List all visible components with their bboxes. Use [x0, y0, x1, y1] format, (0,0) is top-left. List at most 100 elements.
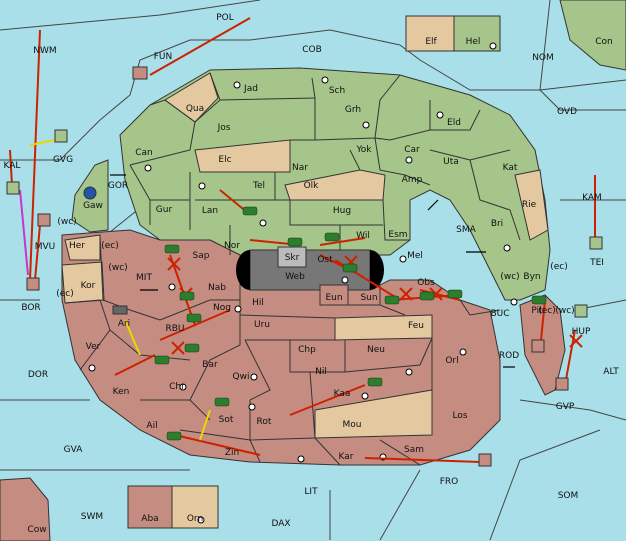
sea-label-dax: DAX	[271, 519, 290, 529]
land-label-pit: Pit	[531, 306, 543, 316]
fleet-units	[6, 66, 603, 467]
coast-tag: (wc)	[555, 306, 574, 316]
land-label-nar: Nar	[292, 163, 308, 173]
region-labels: POLNWMFUNCOBNOMOVDKAMGVGKALGORSMAMITBUCR…	[4, 13, 620, 535]
land-label-chp: Chp	[298, 345, 316, 355]
sea-label-bor: BOR	[21, 303, 40, 313]
land-label-eld: Eld	[447, 118, 461, 128]
land-label-sam: Sam	[404, 445, 424, 455]
coast-tag: (wc)	[57, 217, 76, 227]
sea-label-kam: KAM	[582, 193, 602, 203]
land-label-byn: Byn	[523, 272, 540, 282]
coast-tag: (ec)	[550, 262, 568, 272]
sea-label-gvg: GVG	[53, 155, 73, 165]
support-arrow-ari	[124, 319, 141, 356]
land-label-web: Web	[285, 272, 305, 282]
land-label-bar: Bar	[202, 360, 218, 370]
region-olk[interactable]	[284, 169, 386, 201]
sea-label-ovd: OVD	[557, 107, 577, 117]
sea-label-pol: POL	[216, 13, 234, 23]
land-label-ail: Ail	[146, 421, 157, 431]
land-label-kar: Kar	[339, 452, 354, 462]
sea-label-hup: HUP	[572, 327, 591, 337]
land-label-wil: Wil	[356, 231, 370, 241]
land-label-nor: Nor	[224, 241, 240, 251]
land-label-rot: Rot	[257, 417, 272, 427]
land-label-obs: Obs	[417, 278, 435, 288]
sea-label-buc: BUC	[490, 309, 509, 319]
land-label-jos: Jos	[217, 123, 231, 133]
land-label-los: Los	[452, 411, 467, 421]
land-label-uta: Uta	[443, 157, 459, 167]
land-label-neu: Neu	[367, 345, 385, 355]
land-label-qua: Qua	[186, 104, 204, 114]
land-label-uru: Uru	[254, 320, 270, 330]
land-label-orn: Orn	[187, 514, 203, 524]
land-label-aba: Aba	[141, 514, 158, 524]
sea-label-lit: LIT	[304, 487, 318, 497]
land-label-ari: Ari	[118, 319, 130, 329]
sea-label-tei: TEI	[589, 258, 604, 268]
region-con[interactable]	[559, 0, 626, 71]
sea-label-alt: ALT	[603, 367, 619, 377]
region-skr[interactable]	[277, 246, 307, 268]
coast-tag: (ec)	[56, 289, 74, 299]
land-label-olk: Olk	[304, 181, 320, 191]
land-label-elc: Elc	[218, 155, 231, 165]
red-borders	[64, 234, 501, 466]
sea-label-mit: MIT	[136, 273, 152, 283]
region-cow[interactable]	[0, 477, 51, 541]
region-elc[interactable]	[194, 139, 291, 173]
land-label-sot: Sot	[219, 415, 234, 425]
coast-tag: (wc)	[108, 263, 127, 273]
region-rie[interactable]	[514, 169, 549, 241]
land-label-sch: Sch	[329, 86, 345, 96]
land-label-grh: Grh	[345, 105, 361, 115]
land-label-esm: Esm	[388, 230, 407, 240]
land-label-mel: Mel	[407, 251, 423, 261]
sea-label-nwm: NWM	[33, 46, 56, 56]
green-borders	[129, 72, 521, 255]
sea-label-nom: NOM	[532, 53, 554, 63]
land-label-hel: Hel	[466, 37, 481, 47]
convoy-arrow	[19, 189, 29, 276]
land-label-tel: Tel	[252, 181, 265, 191]
land-label-kaa: Kaa	[334, 389, 351, 399]
coast-tag: (wc)	[500, 272, 519, 282]
land-label-feu: Feu	[408, 321, 424, 331]
land-label-orl: Orl	[445, 356, 458, 366]
land-label-nil: Nil	[315, 367, 327, 377]
sea-label-gva: GVA	[64, 445, 84, 455]
land-label-jad: Jad	[243, 84, 258, 94]
land-label-her: Her	[69, 241, 85, 251]
sea-label-rbu: RBU	[165, 324, 184, 334]
sea-label-gor: GOR	[108, 181, 128, 191]
land-label-ost: Ost	[317, 255, 333, 265]
region-orn[interactable]	[171, 485, 219, 529]
land-label-sap: Sap	[193, 251, 210, 261]
land-label-mou: Mou	[343, 420, 362, 430]
land-label-hil: Hil	[252, 298, 264, 308]
support-arrow-sot	[199, 409, 211, 441]
land-label-zin: Zin	[225, 448, 239, 458]
land-label-lan: Lan	[202, 206, 218, 216]
sea-label-swm: SWM	[81, 512, 103, 522]
army-units	[154, 206, 547, 441]
region-eun[interactable]	[319, 284, 349, 306]
land-label-amp: Amp	[402, 175, 423, 185]
land-label-ver: Ver	[86, 342, 101, 352]
sea-label-rod: ROD	[499, 351, 519, 361]
land-label-can: Can	[135, 148, 153, 158]
land-label-gur: Gur	[156, 205, 173, 215]
sea-label-fun: FUN	[154, 52, 173, 62]
support-arrow-gvg	[29, 139, 56, 146]
sea-label-som: SOM	[558, 491, 579, 501]
land-label-ken: Ken	[113, 387, 130, 397]
region-her[interactable]	[64, 234, 101, 261]
land-label-yok: Yok	[355, 145, 372, 155]
sea-label-sma: SMA	[456, 225, 476, 235]
sea-label-cob: COB	[302, 45, 322, 55]
land-label-cow: Cow	[27, 525, 46, 535]
